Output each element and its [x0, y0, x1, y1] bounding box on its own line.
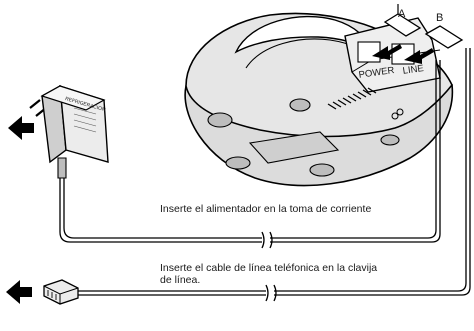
phone-line-plug [43, 279, 79, 305]
wall-outlet-arrow [8, 116, 34, 140]
connector-b [424, 25, 464, 49]
cable-break-marks [261, 231, 277, 302]
cables [59, 48, 471, 296]
power-instruction: Inserte el alimentador en la toma de cor… [160, 203, 372, 215]
callout-a: A [398, 8, 406, 20]
insert-arrows [372, 44, 434, 64]
base-station [184, 12, 454, 187]
power-adapter [29, 84, 109, 179]
connector-a [383, 4, 422, 37]
line-instruction-2: de línea. [160, 274, 201, 286]
phone-jack-arrow [6, 280, 32, 304]
line-instruction-1: Inserte el cable de línea teléfonica en … [160, 262, 378, 274]
callout-b: B [436, 12, 444, 24]
vent-slots [327, 87, 377, 110]
